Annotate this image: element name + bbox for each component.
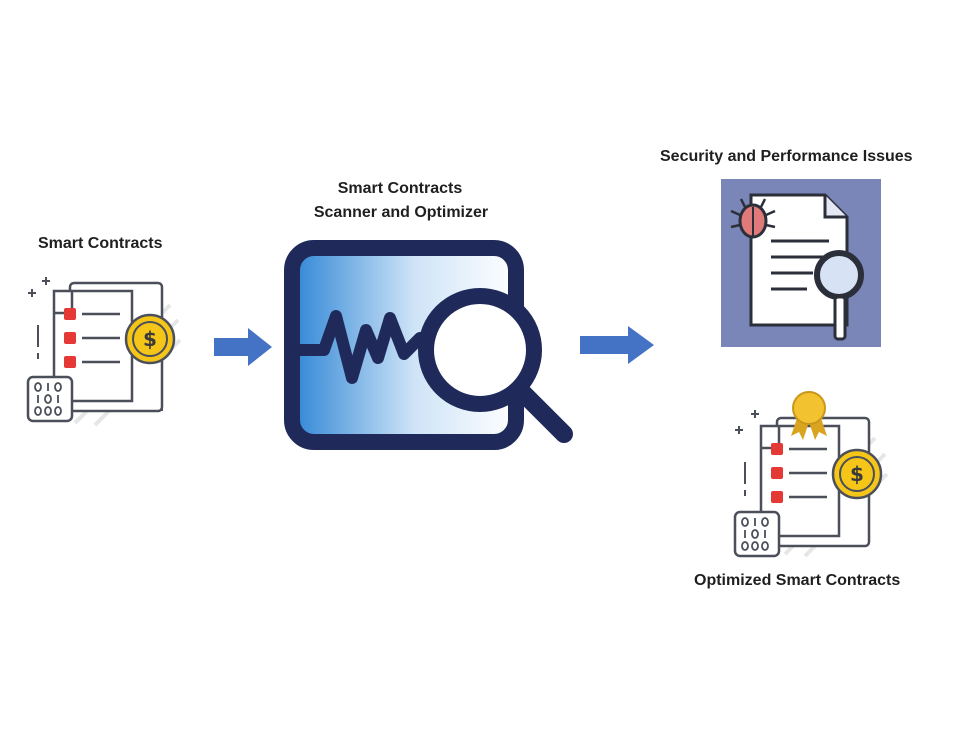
svg-text:$: $: [850, 462, 864, 486]
right-arrow-icon: [578, 324, 656, 366]
bug-icon: [730, 198, 776, 239]
output-label: Optimized Smart Contracts: [694, 572, 901, 589]
scanner-label-line2: Scanner and Optimizer: [313, 204, 489, 221]
dollar-coin-icon: $: [831, 448, 883, 500]
issues-label: Security and Performance Issues: [660, 148, 913, 165]
waveform-magnifier-icon: [280, 238, 580, 453]
optimized-contract-icon: $: [725, 388, 895, 558]
input-contracts-label: Smart Contracts: [38, 235, 163, 252]
binary-code-icon: [733, 510, 781, 558]
scanner-label-line1: Smart Contracts: [337, 180, 463, 197]
dollar-coin-icon: $: [124, 313, 176, 365]
issues-panel: [721, 179, 881, 347]
binary-code-icon: [26, 375, 74, 423]
svg-text:$: $: [143, 327, 157, 351]
award-badge-icon: [791, 391, 827, 440]
right-arrow-icon: [212, 326, 274, 368]
contract-document-icon: $: [20, 265, 190, 430]
